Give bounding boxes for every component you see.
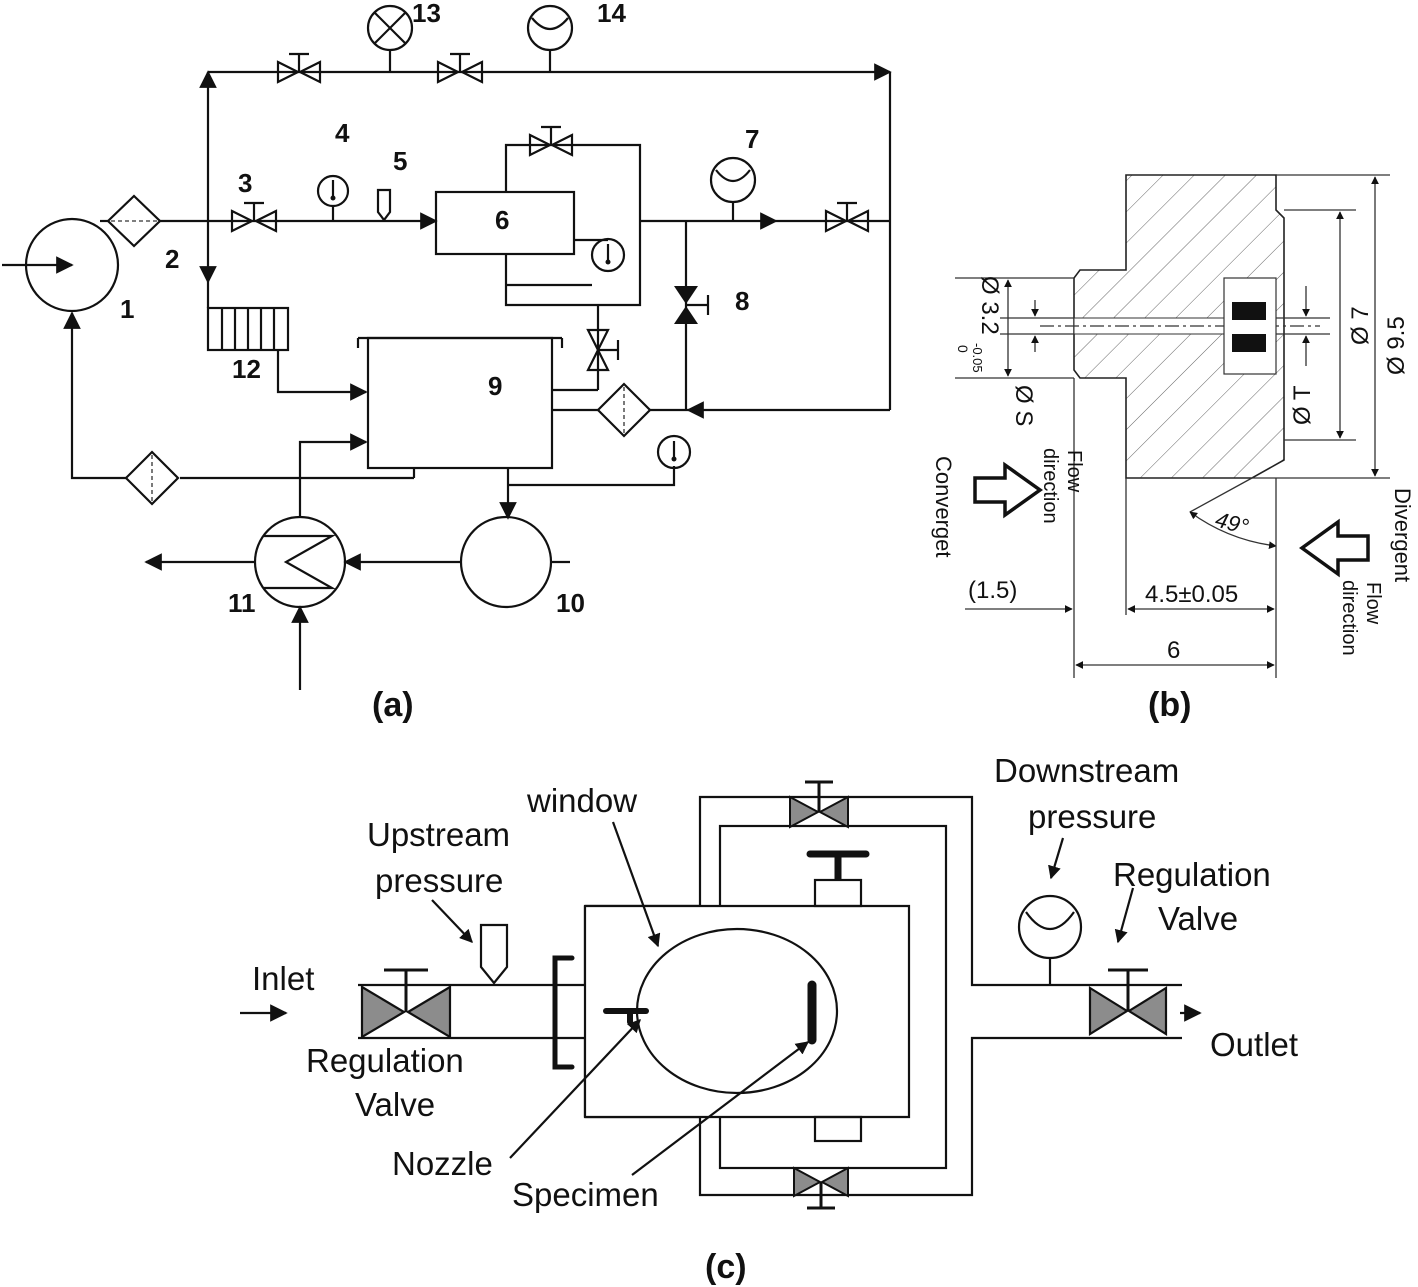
regulation-valve-left xyxy=(360,968,452,1039)
dim-tol-upper: 0 xyxy=(955,345,971,353)
filter-bottom-symbol xyxy=(124,450,180,506)
label-8: 8 xyxy=(735,286,749,316)
label-downstream-2: pressure xyxy=(1028,798,1156,835)
flowmeter-13-symbol xyxy=(366,4,414,72)
heat-exchanger-11-symbol xyxy=(253,515,347,609)
tank-9 xyxy=(366,336,554,470)
instrument-7-symbol xyxy=(709,156,757,221)
dim-len15: (1.5) xyxy=(968,577,1017,604)
label-3: 3 xyxy=(238,168,252,198)
dim-len45: 4.5±0.05 xyxy=(1145,581,1238,608)
dim-angle: 49° xyxy=(1213,507,1252,540)
label-flow-left-1: Flow xyxy=(1063,450,1085,493)
specimen-clamp-bottom xyxy=(813,1115,863,1143)
dim-d32: Ø 3.2 xyxy=(976,276,1003,335)
label-5: 5 xyxy=(393,146,407,176)
upstream-pressure-sensor xyxy=(479,923,509,985)
dim-tol-lower: -0.05 xyxy=(970,343,985,373)
heater-12-symbol xyxy=(206,306,290,352)
panel-b-nozzle-drawing: Ø 3.2 0 -0.05 Ø S Ø T Ø 7 Ø 9.5 49° (1.5… xyxy=(931,174,1415,724)
valve-c-top-symbol xyxy=(789,780,849,829)
dim-d7: Ø 7 xyxy=(1347,306,1374,345)
specimen-insert xyxy=(1232,302,1266,320)
filter-return-symbol xyxy=(596,382,652,438)
instrument-14-symbol xyxy=(526,4,574,72)
caption-b: (b) xyxy=(1148,686,1191,724)
gauge-box6-symbol xyxy=(574,237,626,273)
valve-box6-bypass-symbol xyxy=(528,125,574,157)
label-flow-right-1: Flow xyxy=(1362,582,1384,625)
regulation-valve-right xyxy=(1088,968,1168,1036)
label-14: 14 xyxy=(597,0,626,28)
label-12: 12 xyxy=(232,354,261,384)
dim-ds: Ø S xyxy=(1010,385,1037,426)
filter-top-symbol xyxy=(106,194,162,248)
caption-a: (a) xyxy=(372,686,414,724)
gauge-4-symbol xyxy=(316,174,350,221)
label-9: 9 xyxy=(488,371,502,401)
label-outlet: Outlet xyxy=(1210,1026,1298,1063)
valve-8-symbol xyxy=(674,286,710,324)
label-upstream-1: Upstream xyxy=(367,816,510,853)
panel-a-schematic: 1 2 3 4 5 6 7 8 9 10 11 12 13 14 (a) xyxy=(2,0,892,724)
valve-3-symbol xyxy=(230,201,278,233)
gauge-pump10-symbol xyxy=(656,434,692,470)
downstream-pressure-gauge xyxy=(1017,894,1083,985)
label-10: 10 xyxy=(556,588,585,618)
flow-arrow-diverge xyxy=(1299,518,1370,578)
nozzle-symbol xyxy=(552,955,575,1070)
valve-top-right-symbol xyxy=(436,52,484,84)
label-7: 7 xyxy=(745,124,759,154)
label-reg-right-2: Valve xyxy=(1158,900,1238,937)
label-reg-left-1: Regulation xyxy=(306,1042,464,1079)
label-2: 2 xyxy=(165,244,179,274)
label-nozzle: Nozzle xyxy=(392,1145,493,1182)
label-reg-left-2: Valve xyxy=(355,1086,435,1123)
caption-c: (c) xyxy=(705,1248,747,1286)
sensor-5-symbol xyxy=(376,188,392,222)
label-11: 11 xyxy=(228,588,256,618)
label-6: 6 xyxy=(495,205,509,235)
panel-c-test-section: window Upstream pressure Downstream pres… xyxy=(240,752,1298,1286)
label-reg-right-1: Regulation xyxy=(1113,856,1271,893)
label-4: 4 xyxy=(335,118,350,148)
label-specimen: Specimen xyxy=(512,1176,659,1213)
dim-d95: Ø 9.5 xyxy=(1383,316,1410,375)
label-flow-left-2: direction xyxy=(1039,448,1061,524)
label-downstream-1: Downstream xyxy=(994,752,1179,789)
label-converget: Converget xyxy=(931,456,956,558)
valve-top-left-symbol xyxy=(276,52,322,84)
dim-len6: 6 xyxy=(1167,637,1180,664)
label-window: window xyxy=(526,782,637,819)
label-flow-right-2: direction xyxy=(1338,580,1360,656)
dim-dt: Ø T xyxy=(1289,385,1316,425)
label-inlet: Inlet xyxy=(252,960,314,997)
label-upstream-2: pressure xyxy=(375,862,503,899)
label-1: 1 xyxy=(120,294,134,324)
specimen-clamp-top xyxy=(806,850,870,908)
valve-tank-vertical-symbol xyxy=(586,328,620,372)
label-13: 13 xyxy=(412,0,441,28)
valve-outlet-symbol xyxy=(824,201,870,233)
label-divergent: Divergent xyxy=(1390,488,1415,582)
pump-10-symbol xyxy=(459,515,553,609)
valve-c-bottom-symbol xyxy=(793,1166,849,1210)
flow-arrow-converge xyxy=(973,461,1044,519)
